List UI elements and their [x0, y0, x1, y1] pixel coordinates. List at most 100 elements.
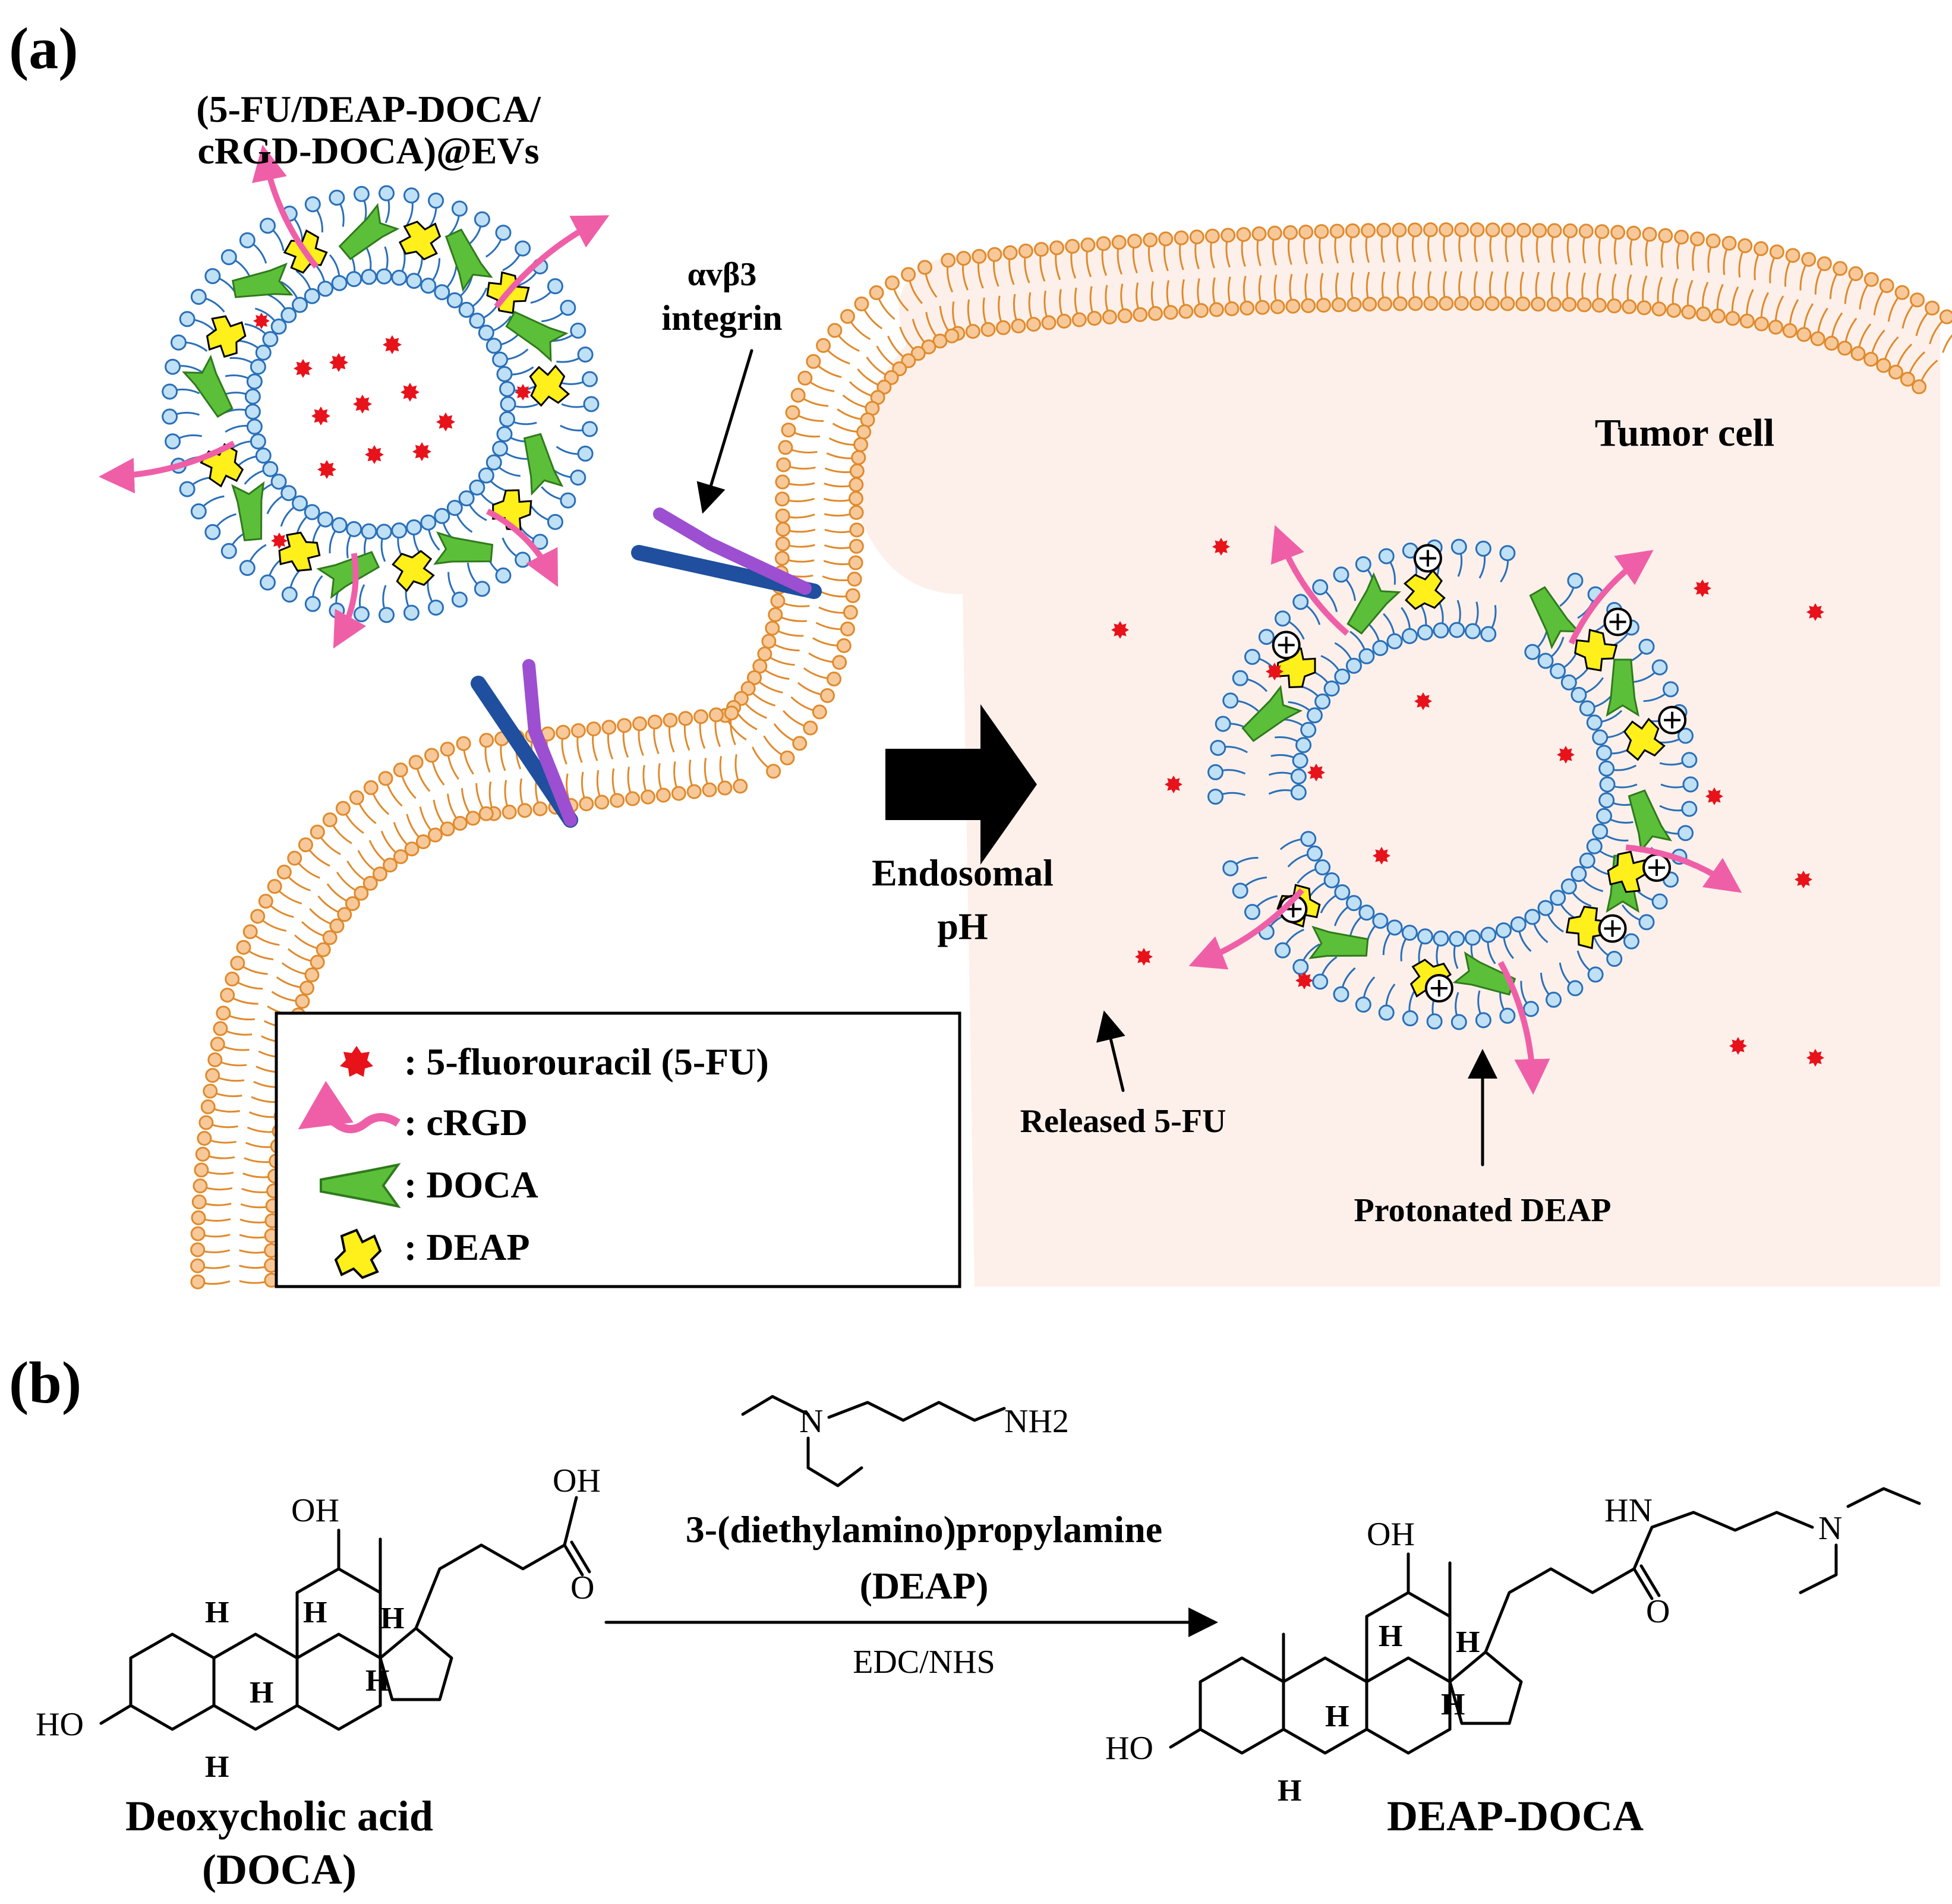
doca-molecule — [505, 310, 569, 362]
lipid-head — [190, 1258, 206, 1273]
lipid-head — [1402, 1010, 1418, 1027]
lipid-head — [856, 424, 872, 440]
lipid-head — [803, 720, 818, 736]
lipid-head — [885, 275, 900, 291]
lipid-head — [378, 771, 393, 786]
lipid-head — [393, 849, 408, 865]
lipid-head — [921, 339, 936, 355]
lipid-head — [1591, 298, 1607, 313]
product-h-2: H — [1456, 1625, 1480, 1659]
lipid-head — [1331, 297, 1346, 313]
released-pointer-arrow — [1096, 1010, 1125, 1092]
lipid-head — [1065, 239, 1080, 254]
lipid-head — [310, 824, 325, 840]
lipid-head — [376, 524, 392, 540]
drug-molecule — [1266, 663, 1284, 680]
legend-deap-marker — [334, 1228, 382, 1279]
lipid-head — [1596, 745, 1613, 761]
lipid-head — [337, 907, 352, 922]
lipid-head — [547, 513, 563, 530]
lipid-head — [1041, 315, 1057, 330]
lipid-head — [1300, 831, 1317, 847]
lipid-head — [456, 736, 471, 751]
lipid-head — [1080, 237, 1096, 253]
lipid-head — [259, 217, 276, 234]
doca-h-1: H — [205, 1596, 229, 1629]
lipid-head — [1449, 931, 1465, 947]
lipid-head — [353, 185, 370, 202]
lipid-head — [1801, 251, 1817, 267]
lipid-head — [1189, 229, 1204, 245]
lipid-head — [1537, 652, 1554, 669]
drug-molecule — [271, 532, 288, 549]
lipid-head — [1386, 919, 1403, 936]
doca-carbonyl-o: O — [570, 1569, 594, 1606]
lipid-head — [393, 762, 408, 778]
lipid-head — [965, 324, 980, 339]
lipid-head — [1207, 789, 1224, 805]
lipid-head — [1290, 784, 1307, 800]
lipid-head — [1033, 242, 1049, 257]
lipid-head — [761, 633, 777, 649]
ev-title-line2: cRGD-DOCA)@EVs — [197, 130, 539, 172]
drug-molecule — [1705, 787, 1723, 805]
lipid-head — [329, 190, 345, 206]
lipid-head — [331, 517, 348, 534]
integrin-receptor-upper — [631, 507, 822, 599]
doca-molecule — [523, 433, 564, 496]
lipid-head — [1939, 309, 1952, 324]
lipid-head — [941, 253, 956, 268]
lipid-head — [1377, 296, 1393, 311]
lipid-head — [768, 607, 783, 622]
lipid-head — [980, 321, 996, 337]
lipid-head — [901, 267, 916, 282]
crgd-peptide — [1568, 550, 1654, 645]
lipid-head — [1469, 296, 1484, 311]
lipid-head — [246, 373, 263, 390]
positive-charge-icon — [1604, 920, 1621, 937]
lipid-head — [774, 491, 790, 507]
lipid-head — [451, 200, 468, 217]
lipid-head — [517, 803, 532, 818]
lipid-head — [1314, 224, 1329, 239]
lipid-head — [165, 433, 181, 450]
lipid-head — [1236, 227, 1251, 242]
lipid-head — [1372, 640, 1389, 657]
lipid-head — [1334, 884, 1351, 900]
lipid-head — [1298, 224, 1314, 239]
lipid-head — [1567, 980, 1584, 997]
legend-drug-marker — [340, 1046, 373, 1077]
lipid-head — [775, 536, 790, 551]
lipid-head — [406, 519, 422, 535]
drug-molecule — [1212, 538, 1230, 556]
crgd-peptide — [1497, 961, 1550, 1095]
lipid-head — [1417, 624, 1433, 641]
lipid-head — [579, 796, 594, 812]
lipid-head — [1018, 243, 1033, 259]
lipid-head — [304, 288, 320, 304]
lipid-head — [1768, 319, 1783, 335]
lipid-head — [1725, 311, 1740, 326]
lipid-head — [972, 248, 987, 264]
lipid-head — [403, 604, 420, 621]
lipid-head — [1546, 297, 1562, 312]
lipid-head — [849, 477, 864, 493]
product-h-3: H — [1325, 1700, 1349, 1733]
lipid-head — [1500, 296, 1515, 311]
lipid-head — [678, 711, 693, 726]
tumor-cytoplasm — [853, 231, 1940, 1287]
lipid-head — [298, 837, 313, 853]
lipid-head — [239, 560, 256, 576]
doca-h-3: H — [380, 1602, 404, 1635]
lipid-head — [776, 457, 791, 472]
lipid-head — [1710, 308, 1726, 324]
lipid-head — [346, 271, 362, 288]
lipid-head — [165, 358, 181, 375]
lipid-head — [1785, 248, 1800, 263]
lipid-head — [1642, 226, 1657, 242]
lipid-head — [1754, 241, 1769, 256]
lipid-head — [1361, 223, 1376, 238]
lipid-head — [1323, 680, 1340, 697]
crgd-peptide — [99, 440, 236, 494]
lipid-head — [1579, 852, 1595, 869]
